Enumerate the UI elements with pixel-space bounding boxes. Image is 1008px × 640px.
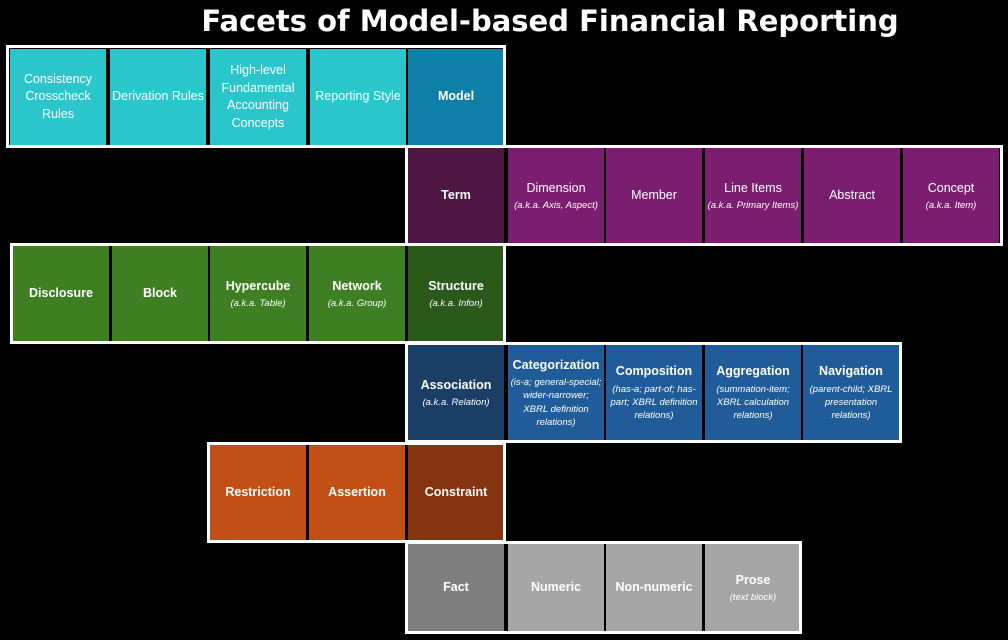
facet-label: Derivation Rules	[112, 89, 204, 104]
facet-concept: Concept (a.k.a. Item)	[903, 148, 999, 244]
facet-label: Dimension	[526, 180, 586, 195]
facet-aka: (summation-item; XBRL calculation relati…	[716, 383, 790, 422]
facet-model: Model	[408, 49, 504, 145]
facet-aka: (a.k.a. Relation)	[422, 397, 490, 409]
facet-aka: (a.k.a. Item)	[925, 200, 977, 212]
facet-block: Block	[112, 246, 208, 342]
facet-assertion: Assertion	[309, 445, 405, 541]
facet-label: Network	[332, 278, 382, 293]
facet-aka: (has-a; part-of; has-part; XBRL definiti…	[610, 383, 698, 422]
facet-aka: (text block)	[729, 592, 777, 604]
facet-consistency-crosscheck-rules: Consistency Crosscheck Rules	[10, 49, 106, 145]
facet-label: High-level Fundamental Accounting Concep…	[221, 63, 295, 130]
facet-label: Composition	[615, 364, 693, 379]
facet-label: Term	[441, 188, 471, 203]
facet-aka: (a.k.a. Infon)	[429, 298, 483, 310]
facet-label: Constraint	[424, 485, 488, 500]
facet-network: Network (a.k.a. Group)	[309, 246, 405, 342]
facet-aka: (a.k.a. Table)	[230, 298, 286, 310]
facet-constraint: Constraint	[408, 445, 504, 541]
facet-label: Reporting Style	[315, 89, 401, 104]
facet-line-items: Line Items (a.k.a. Primary Items)	[705, 148, 801, 244]
facet-composition: Composition (has-a; part-of; has-part; XB…	[606, 345, 702, 441]
facet-label: Concept	[927, 180, 975, 195]
facet-label: Fact	[443, 580, 469, 595]
facet-non-numeric: Non-numeric	[606, 544, 702, 632]
facet-fact: Fact	[408, 544, 504, 632]
facet-label: Consistency Crosscheck Rules	[23, 71, 93, 121]
facet-navigation: Navigation (parent-child; XBRL presentati…	[803, 345, 899, 441]
facet-derivation-rules: Derivation Rules	[110, 49, 206, 145]
facet-aka: (a.k.a. Axis, Aspect)	[514, 200, 598, 212]
facet-categorization: Categorization (is-a; general-special; wi…	[508, 345, 604, 441]
facet-term: Term	[408, 148, 504, 244]
facet-label: Abstract	[829, 188, 875, 203]
facet-aka: (a.k.a. Group)	[327, 298, 387, 310]
facet-member: Member	[606, 148, 702, 244]
facet-aka: (parent-child; XBRL presentation relatio…	[809, 383, 893, 422]
facet-hypercube: Hypercube (a.k.a. Table)	[210, 246, 306, 342]
facet-label: Association	[420, 377, 492, 392]
facet-association: Association (a.k.a. Relation)	[408, 345, 504, 441]
facet-label: Assertion	[328, 485, 386, 500]
facet-label: Non-numeric	[615, 580, 693, 595]
facet-reporting-style: Reporting Style	[310, 49, 406, 145]
facet-aka: (a.k.a. Primary Items)	[707, 200, 799, 212]
facet-label: Prose	[735, 572, 771, 587]
facet-label: Categorization	[512, 357, 600, 372]
facet-label: Block	[142, 286, 178, 301]
facet-disclosure: Disclosure	[13, 246, 109, 342]
facet-structure: Structure (a.k.a. Infon)	[408, 246, 504, 342]
facet-fundamental-accounting-concepts: High-level Fundamental Accounting Concep…	[210, 49, 306, 145]
facet-label: Aggregation	[716, 364, 790, 379]
facet-aggregation: Aggregation (summation-item; XBRL calcula…	[705, 345, 801, 441]
facet-label: Line Items	[724, 180, 782, 195]
diagram-title: Facets of Model-based Financial Reportin…	[201, 4, 899, 38]
facet-label: Hypercube	[225, 278, 291, 293]
facet-label: Member	[631, 188, 677, 203]
facet-restriction: Restriction	[210, 445, 306, 541]
facet-label: Disclosure	[29, 286, 93, 301]
facet-label: Navigation	[819, 364, 883, 379]
facet-label: Model	[437, 89, 475, 104]
facet-numeric: Numeric	[508, 544, 604, 632]
facet-abstract: Abstract	[804, 148, 900, 244]
facet-dimension: Dimension (a.k.a. Axis, Aspect)	[508, 148, 604, 244]
facet-label: Structure	[428, 278, 484, 293]
facet-label: Numeric	[530, 580, 582, 595]
facet-aka: (is-a; general-special; wider-narrower; …	[510, 377, 602, 429]
facet-prose: Prose (text block)	[705, 544, 801, 632]
facet-label: Restriction	[225, 485, 291, 500]
